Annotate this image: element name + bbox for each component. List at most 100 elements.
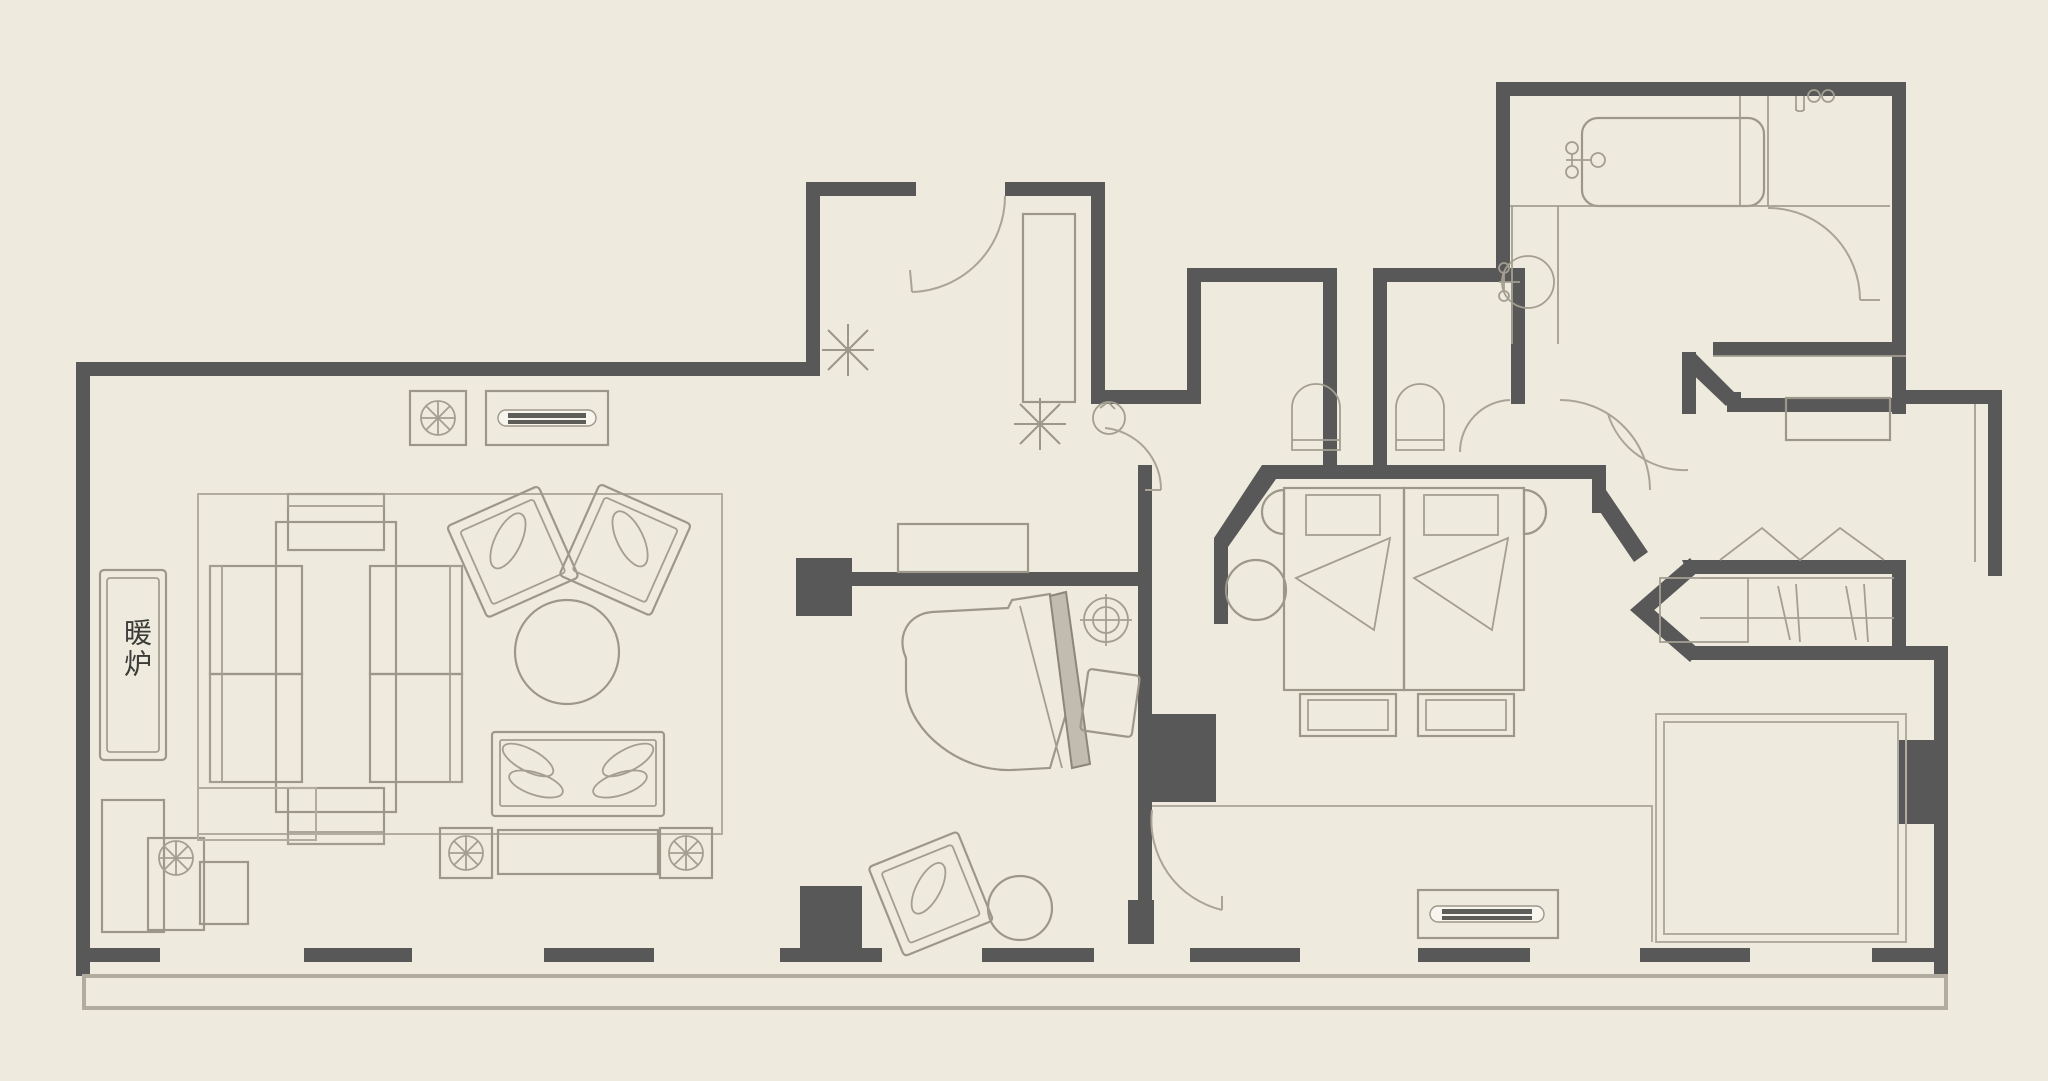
wall-bottom-seg-9	[1872, 948, 1948, 962]
master-bathroom	[1459, 89, 1890, 491]
balcony-rail-right	[1944, 974, 1948, 1010]
wall-bottom-seg-2	[304, 948, 412, 962]
wall-bath-bottom-right	[1727, 398, 1906, 412]
dining-table	[208, 492, 464, 846]
corridor-floor-edge	[1152, 805, 1653, 942]
wall-foyer-bottom	[1091, 390, 1201, 404]
bathtub-faucet-icon	[1565, 141, 1606, 179]
bed-right-blanket	[1412, 536, 1510, 632]
bed-right-frame	[1402, 486, 1526, 692]
alcove-detail-1	[1777, 585, 1791, 641]
wall-exterior-right-upper	[1988, 390, 2002, 576]
alcove-peaks	[1719, 526, 1885, 562]
sofa-seat	[499, 739, 657, 807]
armchair-piano-seat	[881, 844, 981, 944]
wall-foyer-top-b	[1005, 182, 1105, 196]
dresser-upper	[1784, 396, 1892, 442]
wall-column-right	[1898, 740, 1934, 824]
cabinet-left-lower	[100, 798, 250, 934]
piano-body	[901, 592, 1077, 772]
living-dining-area	[100, 389, 723, 934]
wall-right-upper-h	[1713, 342, 1903, 356]
alcove-detail-3	[1845, 585, 1857, 641]
armchair-piano-cushion	[910, 862, 947, 915]
sofa-cushion-right-2	[592, 769, 648, 799]
wall-corridor-top-b	[1373, 268, 1525, 282]
wall-exterior-right-lower	[1934, 646, 1948, 976]
armchair-left	[446, 485, 579, 618]
piano-lounge	[868, 522, 1223, 957]
fireplace-unit	[98, 568, 168, 762]
ceiling-fixture-icon	[822, 324, 874, 376]
wall-lounge-right-lower	[1138, 786, 1152, 908]
wall-bath-left	[1496, 82, 1510, 282]
nightstand-right-inner	[1522, 488, 1548, 536]
wall-bath-top	[1496, 82, 1906, 96]
wall-foyer-left-vertical	[806, 182, 820, 376]
door-swing-bath-3	[1459, 399, 1511, 453]
armchair-piano-outline	[868, 831, 994, 957]
nightstand-left-round	[1224, 558, 1288, 622]
armchair-right-outline	[559, 483, 692, 616]
door-swing-foyer-lower	[1104, 427, 1163, 491]
closet-a-fixture	[1291, 383, 1341, 451]
armchair-left-cushion	[489, 512, 527, 570]
cabinet-left-outline	[100, 798, 166, 934]
dining-chair-top-back	[287, 493, 385, 507]
twin-bedroom	[1224, 383, 1548, 738]
wall-angled-bedroom-right	[1592, 490, 1648, 562]
wall-bottom-seg-8	[1640, 948, 1750, 962]
door-swing-foyer	[911, 195, 1006, 293]
wall-right-step	[1892, 390, 2002, 404]
tv-icon	[497, 409, 597, 427]
armchair-left-seat	[460, 499, 566, 605]
dining-tabletop	[274, 520, 398, 814]
door-swing-corridor	[1607, 413, 1689, 472]
wall-right-lower-step	[1892, 646, 1948, 660]
console-lamp-table	[408, 389, 468, 447]
wall-column-center	[1138, 714, 1216, 802]
armchair-left-outline	[446, 485, 579, 618]
coffee-table	[513, 598, 621, 706]
wall-alcove-right	[1892, 560, 1906, 660]
master-bedroom	[1152, 355, 1976, 943]
wall-column-bottom-center	[1128, 900, 1154, 944]
balcony-rail-bottom	[82, 1006, 1948, 1010]
side-table-left-sofa	[438, 826, 494, 880]
dining-chair-bottom-back	[287, 831, 385, 845]
stool-left	[198, 860, 250, 926]
wall-bedroom-left	[1214, 538, 1228, 624]
wall-bottom-seg-6	[1190, 948, 1300, 962]
area-rug-bedroom-inner	[1663, 721, 1899, 935]
lamp-icon	[448, 835, 484, 871]
fireplace-inner	[106, 577, 160, 753]
sofa-outline	[490, 730, 666, 818]
wall-bottom-seg-4	[780, 948, 882, 962]
wall-foyer-right-vertical	[1091, 182, 1105, 404]
wall-closet-divider-a	[1323, 268, 1337, 470]
wall-column-mid-left	[796, 558, 852, 616]
bench-left-seat	[1307, 699, 1389, 731]
bed-left-pillow	[1305, 494, 1381, 536]
piano-bench	[1079, 668, 1141, 738]
entry-foyer	[822, 195, 1163, 491]
bench-left	[1298, 692, 1398, 738]
sofa	[490, 730, 666, 876]
ceiling-fixture-icon	[1014, 398, 1066, 450]
closet-b-fixture	[1395, 383, 1445, 451]
wall-closet-divider-b	[1373, 268, 1387, 470]
living-rug	[197, 493, 723, 835]
lamp-icon	[420, 400, 456, 436]
sofa-coffee-bench	[496, 828, 660, 876]
wall-corridor-left-upper	[1187, 268, 1201, 404]
wall-mid-horizontal	[800, 572, 1152, 586]
door-swing-bath-1	[1767, 207, 1861, 301]
sink-faucet-icon	[1498, 262, 1520, 302]
wall-alcove-top	[1682, 560, 1904, 574]
wall-top-left	[76, 362, 820, 376]
lamp-icon	[668, 835, 704, 871]
wall-right-joint	[1727, 392, 1741, 412]
wall-bottom-seg-5	[982, 948, 1094, 962]
nightstand-left-inner	[1260, 488, 1286, 536]
